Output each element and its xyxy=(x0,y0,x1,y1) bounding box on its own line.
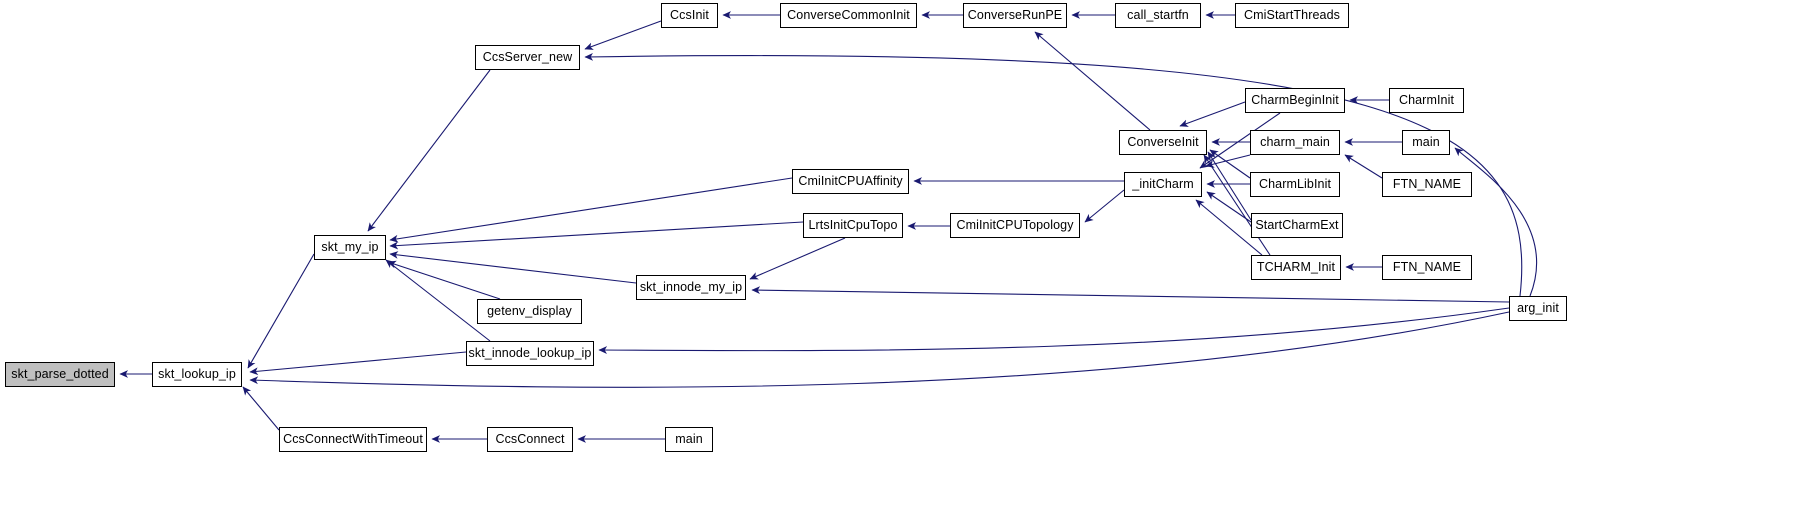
graph-node-label: CmiInitCPUTopology xyxy=(956,218,1074,233)
call-edge xyxy=(1207,151,1252,221)
graph-node-ConverseInit[interactable]: ConverseInit xyxy=(1119,130,1207,155)
graph-node-LrtsInitCpuTopo[interactable]: LrtsInitCpuTopo xyxy=(803,213,903,238)
call-edge xyxy=(751,286,1510,303)
call-edge xyxy=(1205,154,1251,168)
graph-node-label: skt_parse_dotted xyxy=(11,367,109,382)
graph-node-CmiStartThreads[interactable]: CmiStartThreads xyxy=(1235,3,1349,28)
graph-node-CharmLibInit[interactable]: CharmLibInit xyxy=(1250,172,1340,197)
graph-node-CmiInitCPUTopology[interactable]: CmiInitCPUTopology xyxy=(950,213,1080,238)
call-edge xyxy=(367,69,491,232)
call-edge xyxy=(1206,191,1252,223)
graph-node-CcsServer_new[interactable]: CcsServer_new xyxy=(475,45,580,70)
graph-node-label: CcsServer_new xyxy=(482,50,573,65)
graph-node-arg_init[interactable]: arg_init xyxy=(1509,296,1567,321)
graph-node-label: _initCharm xyxy=(1132,177,1194,192)
graph-node-CcsConnect[interactable]: CcsConnect xyxy=(487,427,573,452)
call-edge xyxy=(1344,154,1383,179)
graph-node-label: skt_innode_my_ip xyxy=(639,280,743,295)
graph-node-TCHARM_Init[interactable]: TCHARM_Init xyxy=(1251,255,1341,280)
graph-node-label: TCHARM_Init xyxy=(1256,260,1336,275)
graph-node-label: ConverseCommonInit xyxy=(787,8,910,23)
graph-node-main_right[interactable]: main xyxy=(1402,130,1450,155)
graph-node-label: LrtsInitCpuTopo xyxy=(808,218,898,233)
call-edge xyxy=(389,251,637,284)
graph-node-label: ConverseInit xyxy=(1127,135,1199,150)
call-edge xyxy=(242,386,280,431)
graph-node-label: ConverseRunPE xyxy=(967,8,1063,23)
graph-node-_initCharm[interactable]: _initCharm xyxy=(1124,172,1202,197)
graph-node-label: StartCharmExt xyxy=(1255,218,1339,233)
graph-node-label: CharmInit xyxy=(1398,93,1455,108)
graph-node-ConverseRunPE[interactable]: ConverseRunPE xyxy=(963,3,1067,28)
graph-node-label: main xyxy=(675,432,703,447)
graph-node-label: main xyxy=(1412,135,1440,150)
call-edge xyxy=(385,259,491,342)
graph-node-label: getenv_display xyxy=(487,304,572,319)
graph-node-skt_lookup_ip[interactable]: skt_lookup_ip xyxy=(152,362,242,387)
graph-node-getenv_display[interactable]: getenv_display xyxy=(477,299,582,324)
call-edge xyxy=(1179,101,1246,127)
graph-node-CharmBeginInit[interactable]: CharmBeginInit xyxy=(1245,88,1345,113)
call-edge xyxy=(249,311,1510,388)
graph-node-charm_main[interactable]: charm_main xyxy=(1250,130,1340,155)
call-edge xyxy=(387,260,501,300)
call-edge xyxy=(1203,154,1271,256)
graph-node-label: CharmLibInit xyxy=(1258,177,1332,192)
graph-node-label: CmiInitCPUAffinity xyxy=(798,174,903,189)
graph-node-skt_parse_dotted[interactable]: skt_parse_dotted xyxy=(5,362,115,387)
graph-node-ConverseCommonInit[interactable]: ConverseCommonInit xyxy=(780,3,917,28)
call-edge xyxy=(749,237,846,280)
graph-node-label: call_startfn xyxy=(1127,8,1189,23)
graph-node-label: CcsConnect xyxy=(495,432,565,447)
graph-node-call_startfn[interactable]: call_startfn xyxy=(1115,3,1201,28)
call-edge xyxy=(1034,31,1151,131)
graph-node-StartCharmExt[interactable]: StartCharmExt xyxy=(1251,213,1343,238)
graph-node-CharmInit[interactable]: CharmInit xyxy=(1389,88,1464,113)
graph-node-label: charm_main xyxy=(1260,135,1330,150)
graph-node-label: CharmBeginInit xyxy=(1251,93,1339,108)
graph-node-CcsConnectWithTimeout[interactable]: CcsConnectWithTimeout xyxy=(279,427,427,452)
call-edge xyxy=(1209,149,1251,179)
graph-node-label: arg_init xyxy=(1517,301,1559,316)
graph-node-label: FTN_NAME xyxy=(1392,177,1462,192)
call-edge xyxy=(598,307,1510,354)
call-edge xyxy=(389,221,804,250)
graph-node-label: skt_innode_lookup_ip xyxy=(468,346,592,361)
graph-node-label: skt_my_ip xyxy=(321,240,379,255)
graph-node-skt_innode_lookup_ip[interactable]: skt_innode_lookup_ip xyxy=(466,341,594,366)
graph-node-skt_innode_my_ip[interactable]: skt_innode_my_ip xyxy=(636,275,746,300)
graph-node-FTN_NAME_2[interactable]: FTN_NAME xyxy=(1382,255,1472,280)
graph-node-skt_my_ip[interactable]: skt_my_ip xyxy=(314,235,386,260)
graph-node-label: CmiStartThreads xyxy=(1244,8,1340,23)
graph-node-label: CcsConnectWithTimeout xyxy=(283,432,423,447)
graph-node-CmiInitCPUAffinity[interactable]: CmiInitCPUAffinity xyxy=(792,169,909,194)
graph-node-CcsInit[interactable]: CcsInit xyxy=(661,3,718,28)
graph-node-FTN_NAME_1[interactable]: FTN_NAME xyxy=(1382,172,1472,197)
graph-node-main_bottom[interactable]: main xyxy=(665,427,713,452)
graph-node-label: CcsInit xyxy=(670,8,709,23)
graph-node-label: FTN_NAME xyxy=(1392,260,1462,275)
call-edge xyxy=(247,253,315,369)
call-edge xyxy=(584,20,662,50)
graph-node-label: skt_lookup_ip xyxy=(158,367,236,382)
call-edge xyxy=(389,177,793,243)
call-edge xyxy=(249,351,467,376)
call-edge xyxy=(1084,189,1125,223)
